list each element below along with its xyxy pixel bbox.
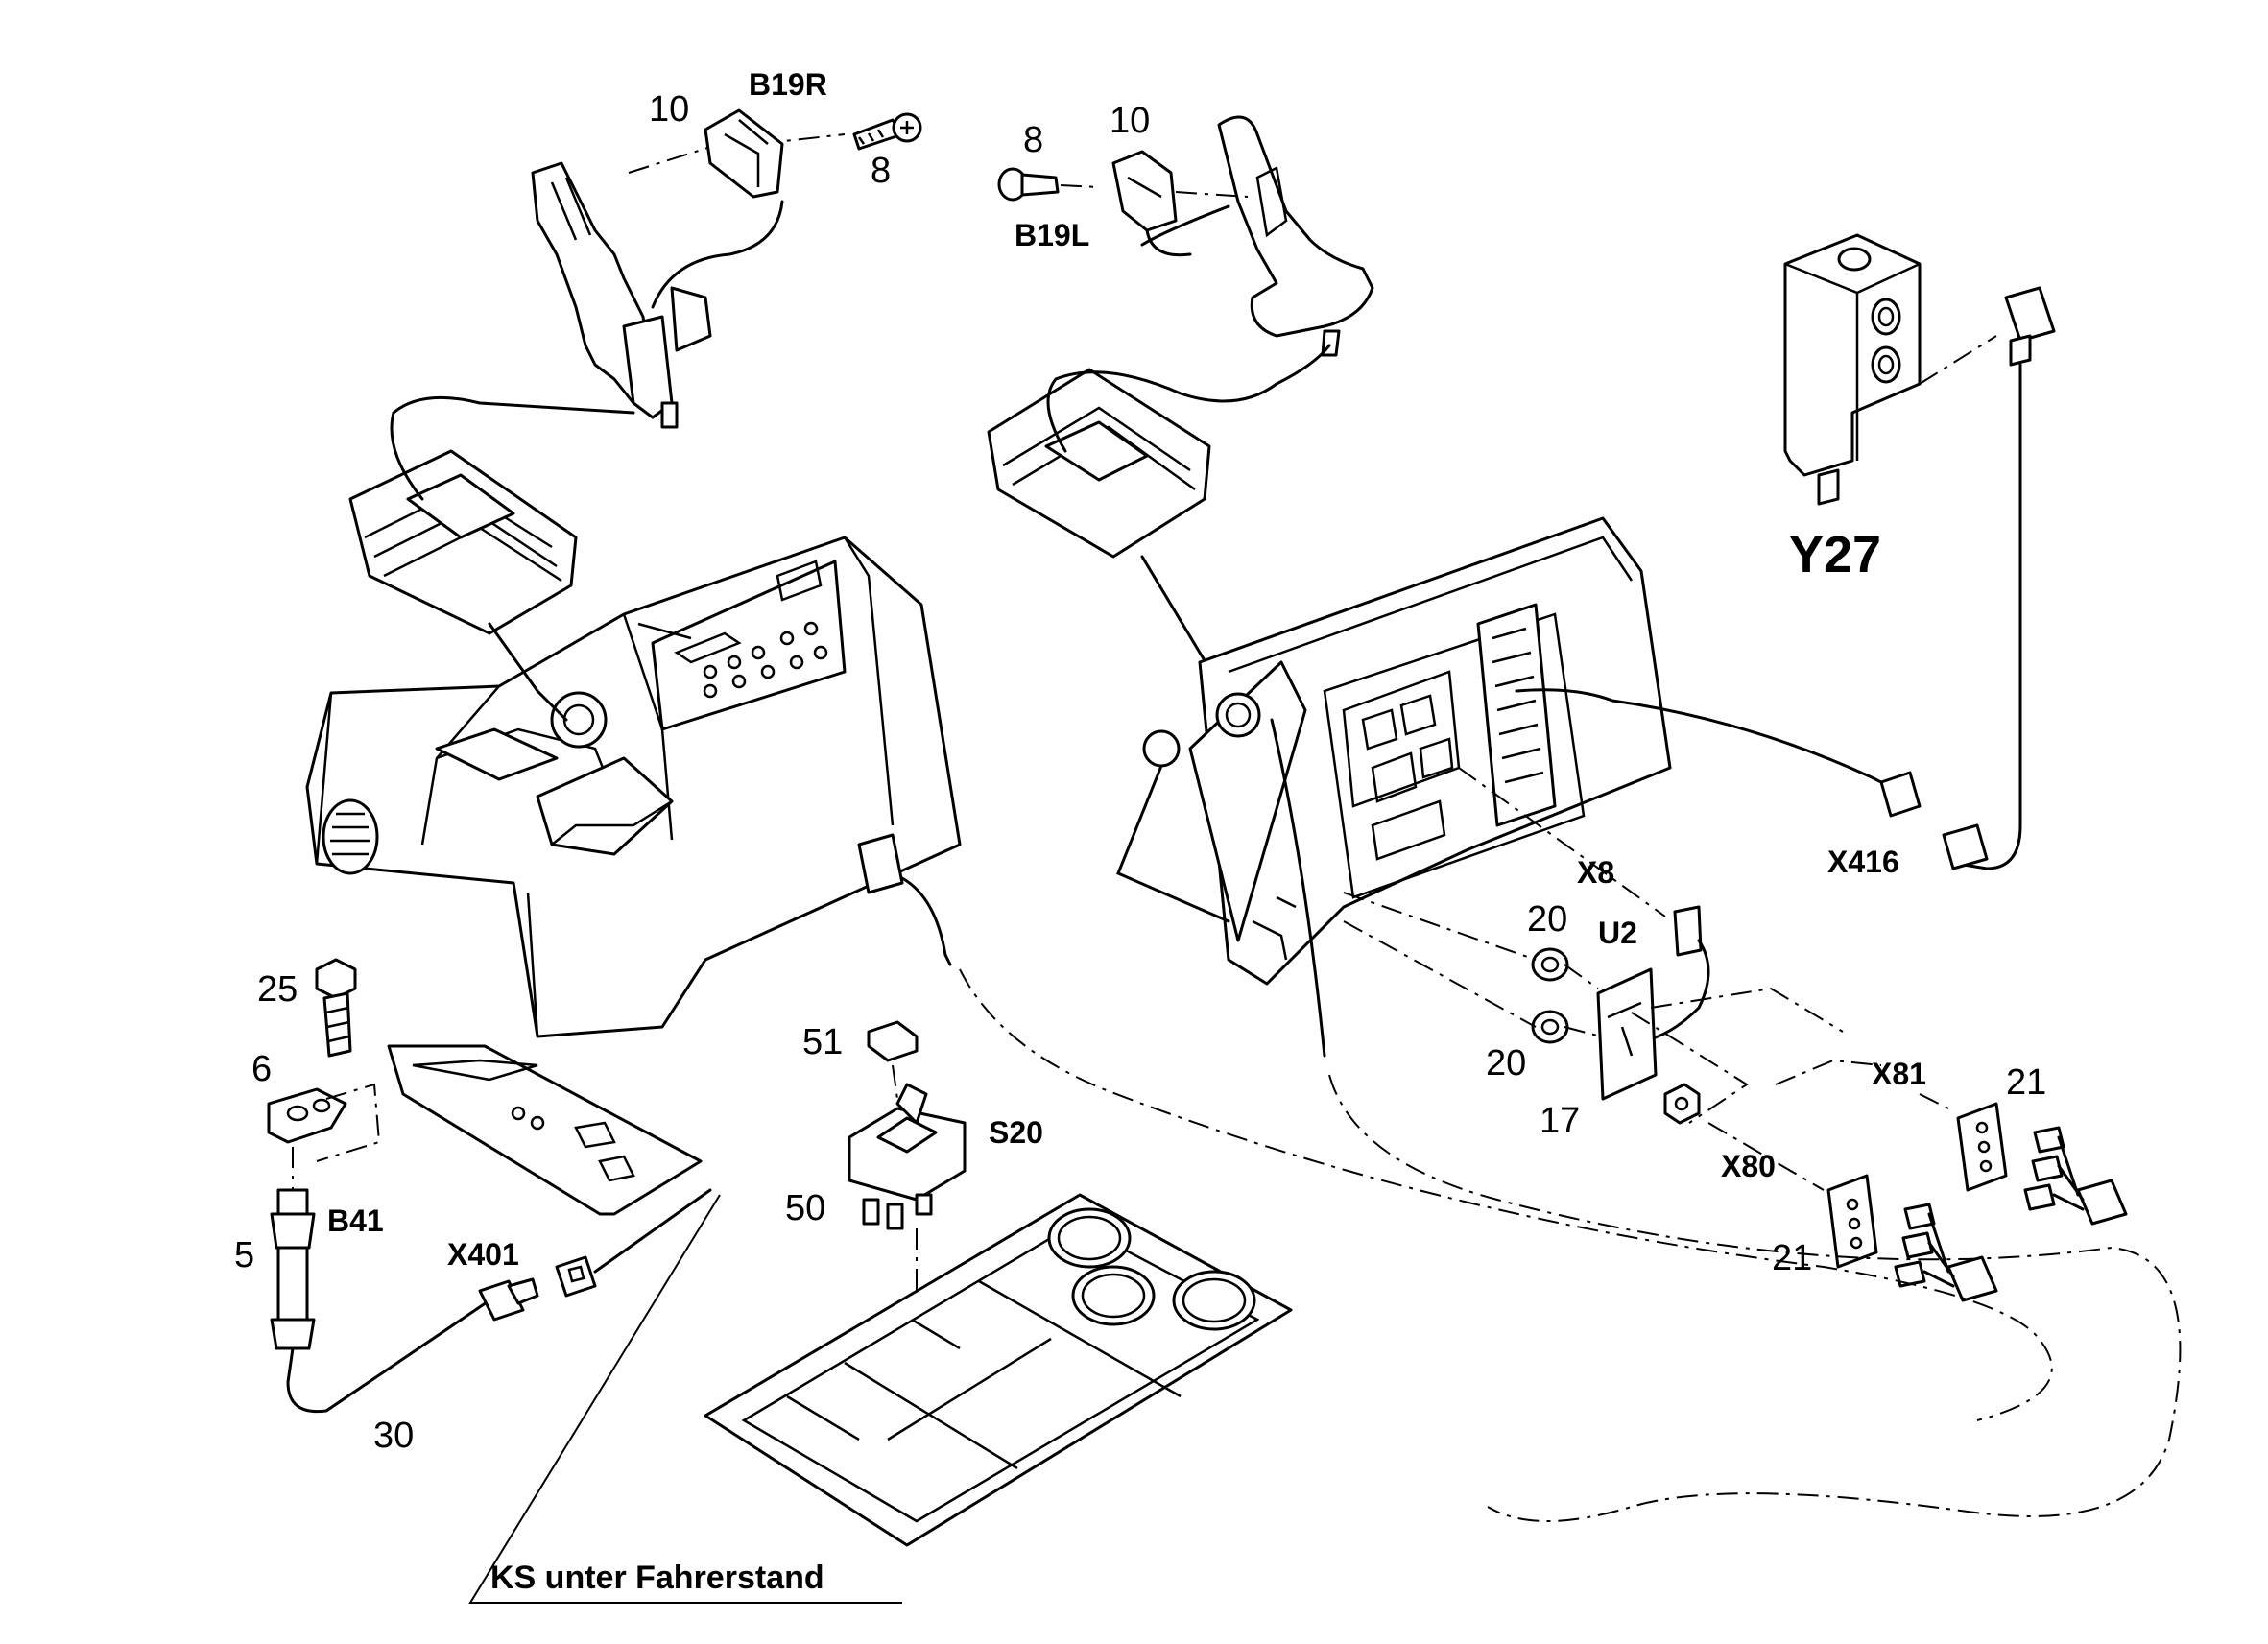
b41-sensor [270,1188,539,1414]
screw-8-left [997,167,1100,202]
lever-knob [1142,729,1181,768]
label-part-10-right: 10 [1110,101,1150,141]
y27-valve [1783,233,1997,506]
nut-17 [1663,1083,1701,1125]
x401-connector [555,1188,712,1298]
label-s20: S20 [989,1115,1043,1150]
washer-20-top [1531,947,1569,982]
screw-8-right [852,112,922,151]
label-b19r: B19R [749,67,827,102]
label-u2: U2 [1598,916,1637,950]
label-part-25: 25 [257,969,298,1010]
control-panel-plate [651,560,847,731]
switch-s20 [848,1064,967,1497]
cable-route-right [1328,1074,2182,1522]
x81-connector-group [1775,1059,2128,1226]
x80-connector-group [1707,1122,1998,1302]
x8-connector [1673,905,1703,957]
label-part-20-top: 20 [1527,899,1567,940]
floor-mat [704,1193,1293,1547]
y27-plug [1956,286,2056,870]
label-part-21-top: 21 [2006,1062,2046,1103]
label-part-8-right: 8 [871,151,891,191]
ks-note-leader [468,1194,902,1604]
label-x80: X80 [1721,1149,1776,1183]
left-bellows [348,449,578,635]
u2-module [1596,967,1658,1101]
cable-route-left [959,968,2053,1421]
label-part-21-bottom: 21 [1772,1238,1812,1278]
label-part-5: 5 [234,1235,254,1275]
console-grommet [857,833,904,894]
label-part-30: 30 [373,1416,414,1456]
label-x8: X8 [1577,855,1614,890]
left-joystick-assembly [348,133,846,722]
label-part-8-left: 8 [1023,120,1043,160]
left-console-housing [305,536,962,1038]
label-ks-unter-fahrerstand: KS unter Fahrerstand [490,1560,824,1596]
label-x416: X416 [1827,845,1899,879]
label-part-51: 51 [802,1022,843,1062]
label-part-50: 50 [785,1188,825,1228]
right-joystick-assembly [987,115,1374,717]
b19r-sensor [704,108,784,199]
right-joystick-handle [1217,115,1374,338]
x416-connectors [1879,771,1989,870]
bolt-25 [315,958,357,1058]
u2-mounting-parts [1343,767,1844,1125]
b19l-sensor [1111,150,1249,257]
label-x81: X81 [1872,1057,1926,1091]
pedal-base-plate [387,1044,703,1216]
bracket-6 [267,1083,381,1190]
label-part-17: 17 [1540,1101,1580,1141]
label-b19l: B19L [1015,218,1089,252]
right-control-box [1116,516,1893,1058]
label-y27: Y27 [1789,526,1881,584]
label-part-6: 6 [251,1049,272,1089]
label-x401: X401 [447,1237,519,1272]
label-b41: B41 [327,1203,384,1238]
washer-20-bottom [1531,1010,1569,1044]
label-part-20-bottom: 20 [1486,1043,1526,1084]
air-vent-round [322,798,379,875]
label-part-10-left: 10 [649,89,689,130]
switch-cap-51 [867,1020,919,1062]
